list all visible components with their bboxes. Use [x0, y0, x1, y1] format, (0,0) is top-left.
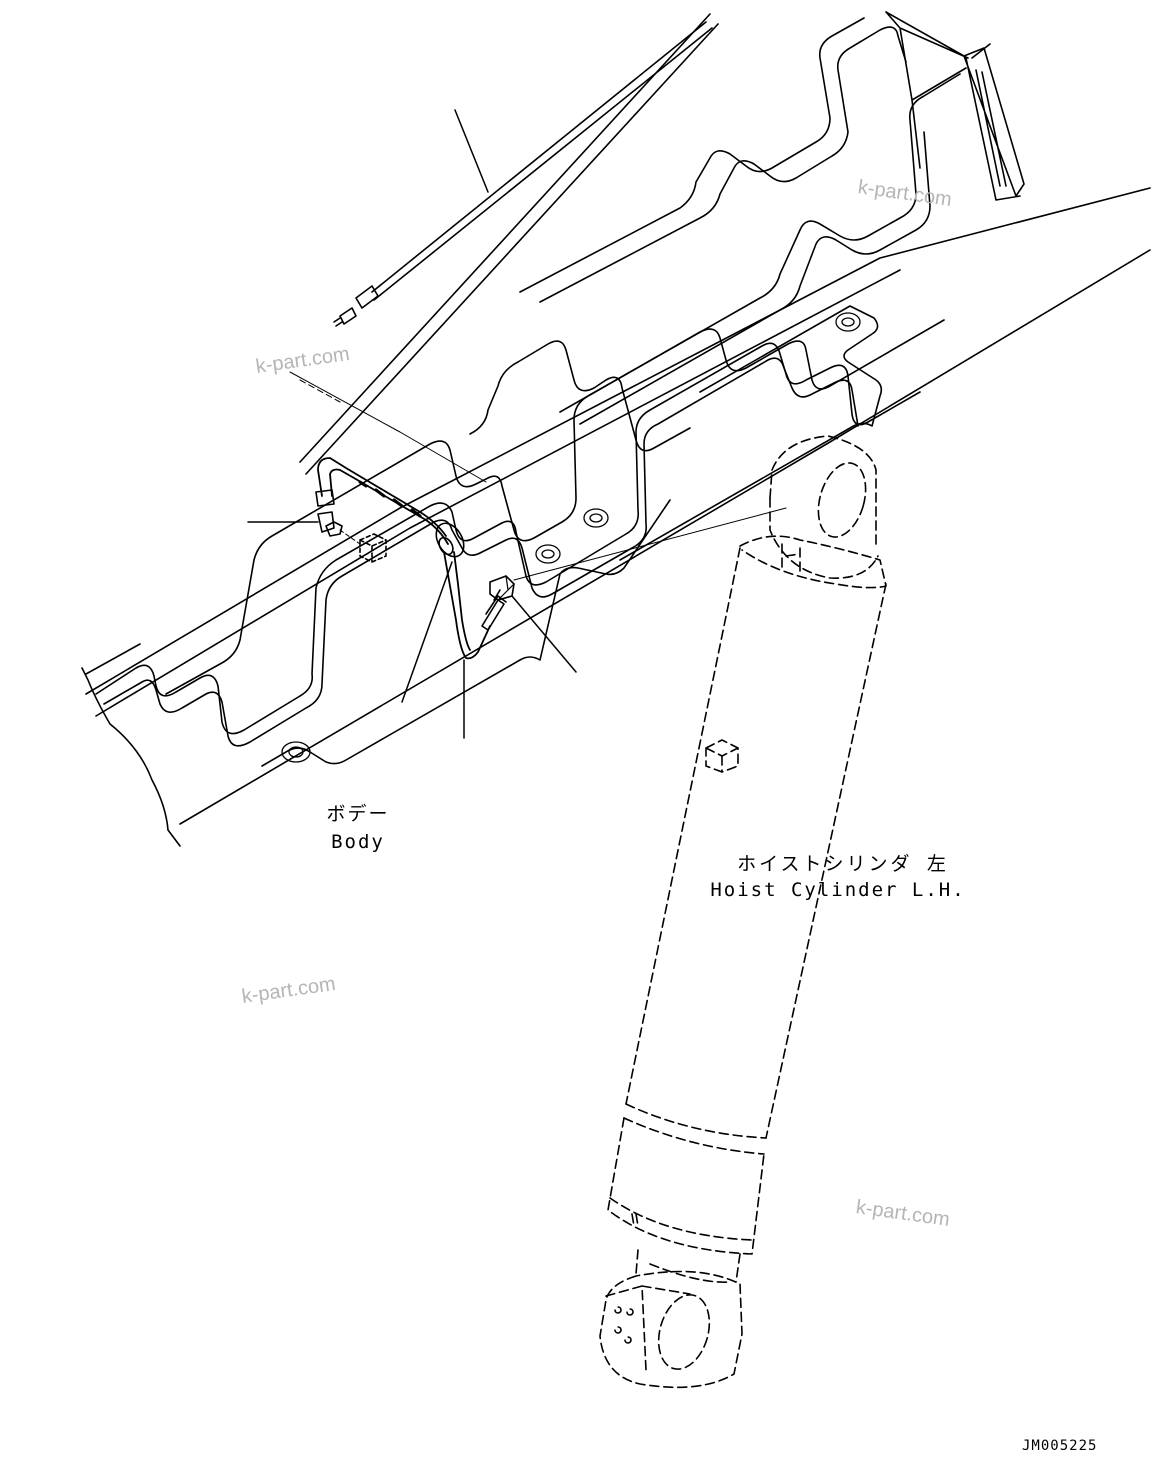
- elbow-fitting-left: [317, 511, 343, 537]
- leader-3: [401, 561, 453, 703]
- fitting-reference-dashed: [299, 379, 341, 403]
- block-left: [359, 533, 387, 563]
- boss-2: [535, 544, 561, 564]
- cylinder-bottom-eye: [599, 1270, 743, 1389]
- callout-leaders: [247, 109, 577, 739]
- grease-piping: [289, 21, 787, 660]
- body-structure: [81, 11, 1151, 847]
- body-upper-rail: [299, 13, 711, 463]
- cylinder-rod: [635, 1249, 741, 1283]
- body-label-jp: ボデー: [326, 803, 390, 825]
- block-left-dashed-link: [339, 529, 361, 545]
- leader-5: [511, 595, 577, 673]
- cylinder-bottom-eye-face: [605, 1285, 691, 1371]
- body-bottom-edge: [85, 249, 1151, 825]
- upper-fitting: [333, 285, 379, 327]
- body-sill-line-2: [95, 269, 901, 717]
- bolt-bosses: [281, 312, 861, 763]
- hoist-cylinder: [599, 435, 887, 1389]
- cylinder-barrel-left: [625, 547, 741, 1105]
- body-rib-upper: [165, 319, 945, 695]
- swivel-ring: [435, 522, 465, 558]
- body-rib-top: [469, 340, 691, 452]
- boss-4: [835, 312, 861, 332]
- cylinder-label-en: Hoist Cylinder L.H.: [710, 879, 966, 901]
- body-sill-line: [85, 187, 1151, 695]
- boss-3: [583, 508, 609, 528]
- cylinder-gland-marks: [631, 1213, 639, 1227]
- cylinder-label-jp: ホイストシリンダ 左: [737, 853, 949, 875]
- grease-tube-upper: [371, 21, 713, 301]
- cylinder-gland-lower: [609, 1197, 753, 1241]
- body-rib-lower-inner: [103, 357, 859, 747]
- body-rib-crossbar: [539, 26, 907, 303]
- boss-1: [281, 741, 311, 763]
- cylinder-top-eye: [769, 435, 877, 549]
- cylinder-bottom-eye-bolts: [614, 1306, 634, 1344]
- hose-upper-stripes: [358, 480, 422, 518]
- drawing-reference-number: JM005225: [1022, 1438, 1098, 1454]
- body-label-en: Body: [331, 831, 385, 853]
- cylinder-gland-ring: [623, 1103, 767, 1155]
- cylinder-gland-body: [607, 1117, 765, 1255]
- leader-1: [454, 109, 489, 193]
- cylinder-grease-block: [705, 739, 739, 773]
- cylinder-barrel-top: [739, 535, 887, 589]
- cylinder-barrel-right: [765, 583, 887, 1139]
- cylinder-top-eye-side: [769, 497, 879, 579]
- body-left-outline: [81, 667, 181, 847]
- body-rib-diag-2: [579, 131, 931, 425]
- grease-link-to-cylinder: [513, 507, 787, 581]
- body-lower-flange: [261, 305, 883, 767]
- cylinder-bottom-eye-hole: [657, 1294, 711, 1370]
- hose-lower-fitting-2: [485, 595, 507, 615]
- body-front-corner: [885, 11, 1025, 201]
- body-rib-diag: [559, 73, 961, 413]
- cylinder-neck: [781, 543, 801, 573]
- elbow-block-right: [489, 575, 515, 601]
- body-rib-crossbar-2: [519, 17, 865, 293]
- fitting-reference-line: [289, 371, 487, 483]
- hose-upper-end-fitting: [315, 489, 335, 507]
- hose-lower: [443, 551, 491, 660]
- body-upper-rail-inner: [305, 23, 719, 475]
- cylinder-top-eye-hole: [817, 462, 867, 538]
